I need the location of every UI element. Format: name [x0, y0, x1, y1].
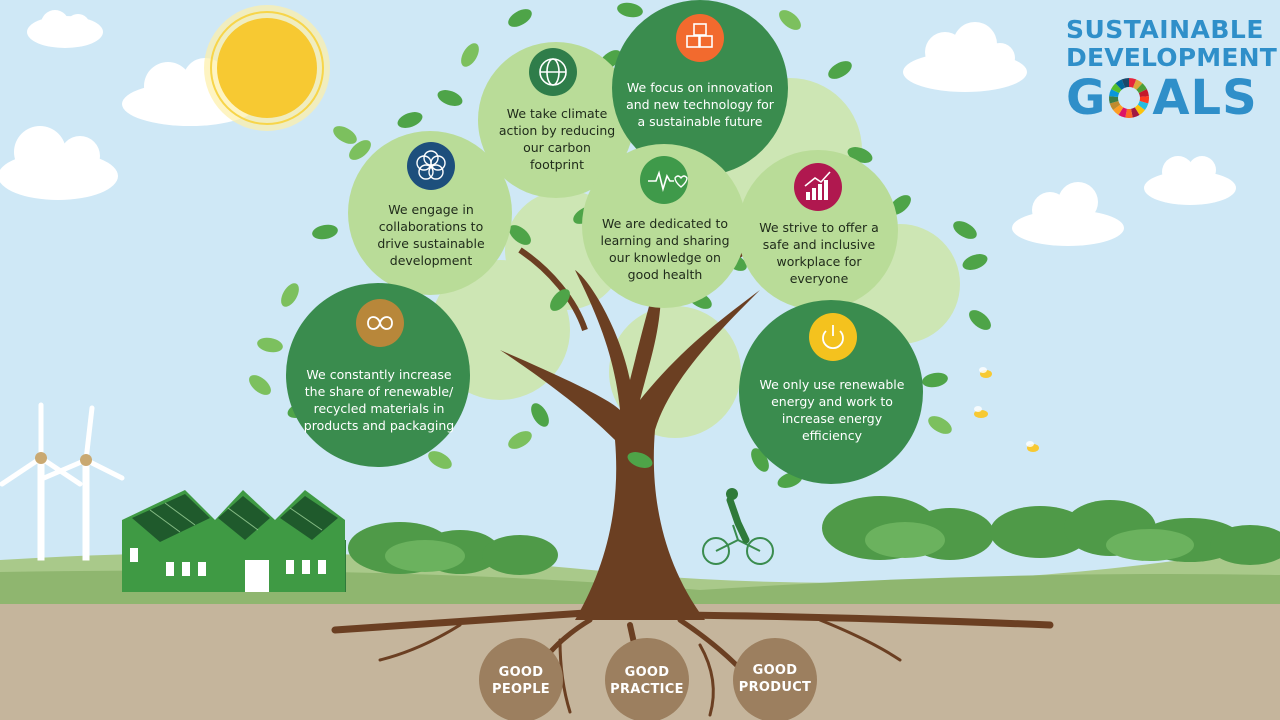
leaf: [828, 61, 852, 79]
bubble-text-innovation: We focus on innovation and new technolog…: [626, 79, 774, 129]
leaf: [437, 90, 463, 106]
growth-chart-icon: [794, 163, 842, 211]
bees: [974, 367, 1039, 452]
wheel-segment: [1135, 104, 1146, 116]
wheel-segment: [1133, 79, 1143, 90]
wheel-segment: [1139, 89, 1150, 97]
wheel-segment: [1109, 89, 1120, 97]
bubble-text-recycling: We constantly increase the share of rene…: [303, 367, 455, 433]
leaf: [333, 126, 357, 144]
leaf: [531, 403, 549, 427]
bubble-recycling: [286, 283, 470, 467]
leaf: [249, 375, 271, 395]
wheel-segment: [1118, 107, 1128, 118]
bubble-text-workplace: We strive to offer a safe and inclusive …: [759, 220, 879, 286]
wheel-segment: [1110, 101, 1121, 111]
leaf: [779, 10, 801, 30]
bubble-text-climate: We take climate action by reducing our c…: [498, 106, 616, 172]
bubble-energy: [739, 300, 923, 484]
root-label-people: GOOD PEOPLE: [479, 664, 563, 698]
sdg-logo-line1: SUSTAINABLE: [1066, 15, 1264, 44]
sdg-logo: SUSTAINABLE DEVELOPMENT G ALS: [1066, 15, 1278, 125]
leaf: [281, 283, 299, 307]
sun-power-icon: [809, 313, 857, 361]
cloud: [27, 10, 103, 48]
bubble-icons: [356, 14, 857, 361]
leaf: [509, 225, 531, 245]
root-label-product-line1: GOOD: [752, 663, 798, 678]
root-label-people-line1: GOOD: [498, 665, 544, 680]
bubble-workplace: [738, 150, 898, 310]
globe-icon: [529, 48, 577, 96]
bubble-health: [582, 144, 746, 308]
wheel-segment: [1138, 101, 1149, 111]
leaf: [969, 310, 991, 330]
leaf: [461, 43, 479, 67]
heartbeat-icon: [640, 156, 688, 204]
wheel-segment: [1136, 83, 1148, 94]
wheel-segment: [1122, 78, 1130, 88]
leaf: [428, 451, 452, 469]
root-label-practice: GOOD PRACTICE: [600, 664, 694, 698]
root-circle-product: [733, 638, 817, 720]
leaf: [550, 289, 570, 311]
wheel-segment: [1125, 108, 1134, 118]
root-circle-people: [479, 638, 563, 720]
sdg-logo-g: G: [1066, 70, 1107, 126]
wheel-segment: [1129, 78, 1137, 88]
leaf: [928, 416, 952, 434]
sdg-logo-als: ALS: [1152, 70, 1258, 126]
bubble-text-collaboration: We engage in collaborations to drive sus…: [377, 202, 485, 268]
leaf: [627, 452, 653, 468]
cloud: [1012, 182, 1124, 246]
bubble-text-health: We are dedicated to learning and sharing…: [600, 216, 730, 282]
leaf: [257, 337, 283, 353]
root-label-product: GOOD PRODUCT: [728, 662, 822, 696]
cloud: [903, 22, 1027, 92]
wheel-segment: [1131, 107, 1140, 118]
sdg-color-wheel-icon: [1109, 78, 1150, 118]
root-label-people-line2: PEOPLE: [492, 682, 550, 697]
leaf: [349, 140, 371, 160]
leaf: [953, 221, 977, 239]
root-label-practice-line2: PRACTICE: [610, 682, 684, 697]
cloud: [0, 126, 118, 200]
leaf: [312, 224, 338, 240]
leaf: [397, 112, 423, 128]
wheel-segment: [1111, 83, 1122, 94]
wheel-segment: [1109, 96, 1119, 104]
wheel-segment: [1139, 96, 1150, 104]
content-bubbles: [286, 0, 923, 484]
sdg-logo-line3: G ALS: [1066, 72, 1266, 124]
wheel-segment: [1113, 104, 1124, 116]
sun: [204, 5, 330, 131]
leaf: [962, 254, 988, 270]
factory-building: [122, 490, 346, 592]
leaf: [508, 431, 532, 449]
root-circles: [479, 638, 817, 720]
root-circle-practice: [605, 638, 689, 720]
wheel-segment: [1115, 79, 1126, 90]
bubble-text-energy: We only use renewable energy and work to…: [759, 377, 905, 443]
bubble-innovation: [612, 0, 788, 176]
bubble-collaboration: [348, 131, 512, 295]
root-label-practice-line1: GOOD: [624, 665, 670, 680]
leaf: [922, 372, 948, 388]
cubes-icon: [676, 14, 724, 62]
root-label-product-line2: PRODUCT: [738, 680, 812, 695]
flower-icon: [407, 142, 455, 190]
sdg-logo-line2: DEVELOPMENT: [1066, 43, 1278, 72]
wind-turbines: [0, 402, 125, 561]
recycle-infinity-icon: [356, 299, 404, 347]
bubble-climate: [478, 42, 634, 198]
cyclist: [702, 488, 774, 565]
leaf: [617, 2, 643, 18]
leaf: [508, 9, 532, 27]
cloud: [1144, 156, 1236, 205]
